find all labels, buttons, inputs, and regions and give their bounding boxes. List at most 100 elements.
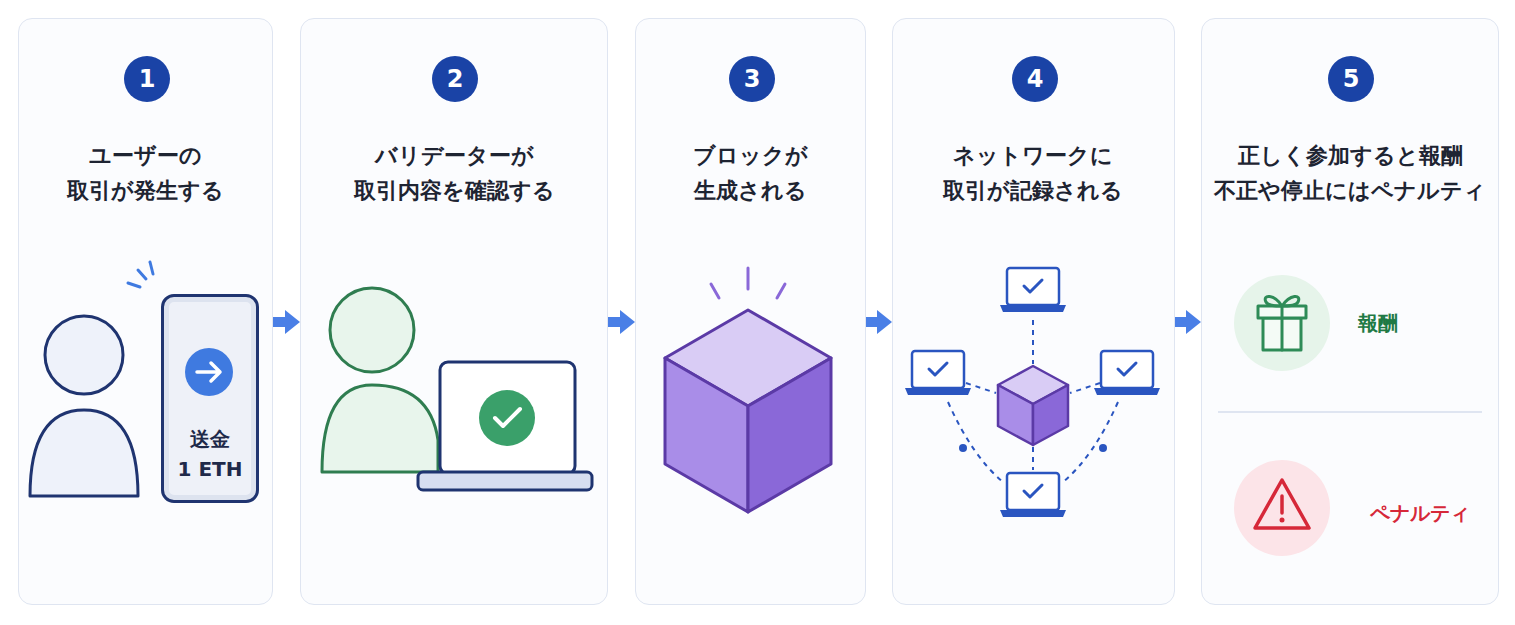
arrow-head: [285, 310, 300, 334]
check-mark: [495, 409, 520, 426]
flow-arrow: [273, 310, 300, 334]
node-text: ブロックが 生成される: [660, 138, 840, 208]
node-text: ネットワークに 取引が記録される: [903, 138, 1163, 208]
node-text: バリデーターが 取引内容を確認する: [314, 138, 594, 208]
step-panel: ブロックが 生成される 3: [635, 18, 866, 605]
laptop-large: [418, 362, 592, 490]
node-text: 4: [1012, 56, 1058, 102]
cube-top: [998, 366, 1068, 404]
penalty-circle: [1234, 460, 1330, 556]
laptop-screen: [440, 362, 575, 474]
sparkle-lines: [711, 268, 785, 298]
node-text: ユーザーの 取引が発生する: [30, 138, 260, 208]
warning-bar: [1280, 496, 1284, 513]
node-text: 2: [432, 56, 478, 102]
arrow-shaft: [273, 317, 286, 327]
arrow-head: [620, 310, 635, 334]
send-circle: [185, 348, 233, 396]
network-links: [948, 320, 1118, 482]
laptop-screen: [1007, 268, 1059, 305]
network-dot: [1099, 444, 1107, 452]
flow-arrow: [866, 310, 892, 334]
sparkle-line: [711, 284, 719, 298]
step-panel: 正しく参加すると報酬 不正や停止にはペナルティ 5: [1201, 18, 1499, 605]
send-arrow: [197, 363, 220, 381]
notify-mark: [128, 283, 140, 287]
step-panel: バリデーターが 取引内容を確認する 2: [300, 18, 608, 605]
divider-line: [1218, 411, 1482, 413]
network-dot: [959, 444, 967, 452]
laptop-base: [1094, 388, 1160, 395]
warning-triangle: [1255, 480, 1309, 528]
node-text: 1 ETH: [164, 454, 256, 484]
arrow-shaft: [1175, 317, 1187, 327]
step-number: 1: [124, 56, 170, 102]
flow-arrow: [1175, 310, 1201, 334]
sparkle-line: [747, 268, 750, 289]
step-number: 5: [1328, 56, 1374, 102]
reward-circle: [1234, 275, 1330, 371]
notify-mark: [150, 262, 153, 274]
laptop-small: [1000, 268, 1066, 312]
step-panel: ユーザーの 取引が発生する 1 送金1 ETH: [18, 18, 273, 605]
arrow-shaft: [608, 317, 621, 327]
warning-icon: [1255, 480, 1309, 528]
cube-left: [998, 385, 1033, 445]
cube-top: [665, 310, 831, 406]
send-icon: [185, 348, 233, 396]
gift-bow: [1282, 296, 1299, 306]
node-text: 送金: [164, 424, 256, 454]
phone-screen: 送金1 ETH: [161, 294, 259, 503]
mini-cube: [998, 366, 1068, 445]
laptop-screen: [1007, 473, 1059, 510]
validator-figure: [322, 288, 438, 472]
check-circle: [479, 390, 535, 446]
user-body: [30, 410, 138, 496]
arrow-head: [877, 310, 892, 334]
gift-box: [1263, 318, 1301, 350]
laptop-base: [1000, 305, 1066, 312]
gift-lid: [1258, 306, 1306, 318]
laptop-small: [905, 351, 971, 395]
network-link: [948, 402, 1003, 482]
cube-right: [1033, 385, 1068, 445]
laptop-base: [418, 472, 592, 490]
step-panel: ネットワークに 取引が記録される 4: [892, 18, 1175, 605]
sparkle-line: [777, 284, 785, 298]
laptop-screen: [1101, 351, 1153, 388]
laptop-base: [905, 388, 971, 395]
laptop-screen: [912, 351, 964, 388]
warning-dot: [1280, 518, 1285, 523]
laptop-base: [1000, 510, 1066, 517]
check-mark: [1024, 485, 1042, 497]
gift-bow: [1265, 296, 1282, 306]
validator-head: [330, 288, 414, 372]
cube-right: [748, 358, 831, 512]
check-mark: [1118, 363, 1136, 375]
node-text: 正しく参加すると報酬 不正や停止にはペナルティ: [1204, 138, 1496, 208]
node-text: 1: [124, 56, 170, 102]
flow-arrow: [608, 310, 635, 334]
laptop-small: [1000, 473, 1066, 517]
notify-marks: [128, 262, 153, 287]
node-text: 5: [1328, 56, 1374, 102]
block-cube: [665, 310, 831, 512]
check-mark: [929, 363, 947, 375]
arrow-shaft: [866, 317, 878, 327]
step-number: 2: [432, 56, 478, 102]
network-link: [1032, 447, 1034, 470]
user-figure: [30, 316, 138, 496]
step-number: 4: [1012, 56, 1058, 102]
node-text: 3: [729, 56, 775, 102]
network-link: [966, 383, 996, 393]
user-head: [45, 316, 123, 394]
cube-left: [665, 358, 748, 512]
network-link: [1063, 402, 1118, 482]
step-number: 3: [729, 56, 775, 102]
laptop-small: [1094, 351, 1160, 395]
notify-mark: [138, 270, 146, 279]
validator-body: [322, 385, 438, 472]
arrow-head: [1186, 310, 1201, 334]
